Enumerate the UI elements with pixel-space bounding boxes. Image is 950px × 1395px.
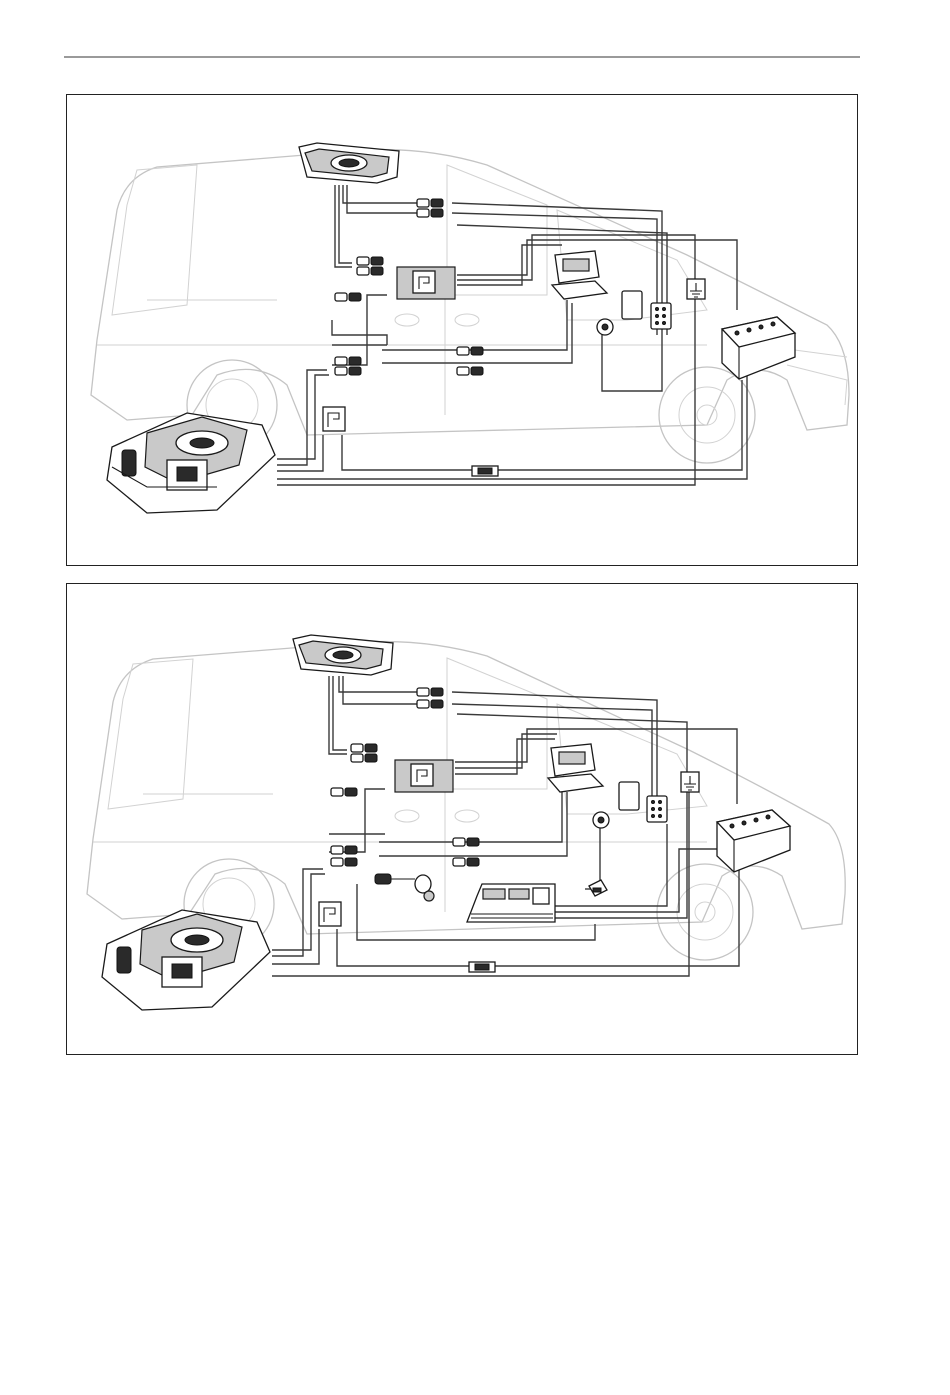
switch bbox=[597, 319, 613, 335]
connector-block bbox=[622, 291, 671, 329]
ground-terminal bbox=[687, 279, 705, 299]
battery bbox=[722, 317, 795, 379]
roof-unit bbox=[293, 635, 393, 675]
header-rule bbox=[64, 56, 860, 58]
control-panel bbox=[548, 744, 603, 792]
wiring-diagram-2 bbox=[67, 584, 859, 1056]
inline-fuse bbox=[472, 466, 498, 476]
connector-block bbox=[619, 782, 667, 822]
ground-terminal bbox=[681, 772, 699, 792]
fuse-box bbox=[319, 902, 341, 926]
van-outline bbox=[87, 642, 845, 960]
wiring-diagram-panel-1 bbox=[66, 94, 858, 566]
inverter bbox=[467, 884, 555, 922]
relay-box bbox=[395, 760, 453, 792]
compressor-unit bbox=[102, 910, 270, 1010]
cable-harness bbox=[272, 676, 739, 976]
control-panel bbox=[552, 251, 607, 299]
wiring-diagram-1 bbox=[67, 95, 859, 567]
inline-fuse bbox=[469, 962, 495, 972]
roof-unit bbox=[299, 143, 399, 183]
relay-box bbox=[397, 267, 455, 299]
compressor-unit bbox=[107, 413, 275, 513]
fuse-box bbox=[323, 407, 345, 431]
wiring-diagram-panel-2 bbox=[66, 583, 858, 1055]
shore-plug bbox=[375, 874, 434, 901]
cable-harness bbox=[277, 185, 747, 485]
battery bbox=[717, 810, 790, 872]
battery-guard bbox=[589, 880, 607, 896]
switch bbox=[593, 812, 609, 828]
